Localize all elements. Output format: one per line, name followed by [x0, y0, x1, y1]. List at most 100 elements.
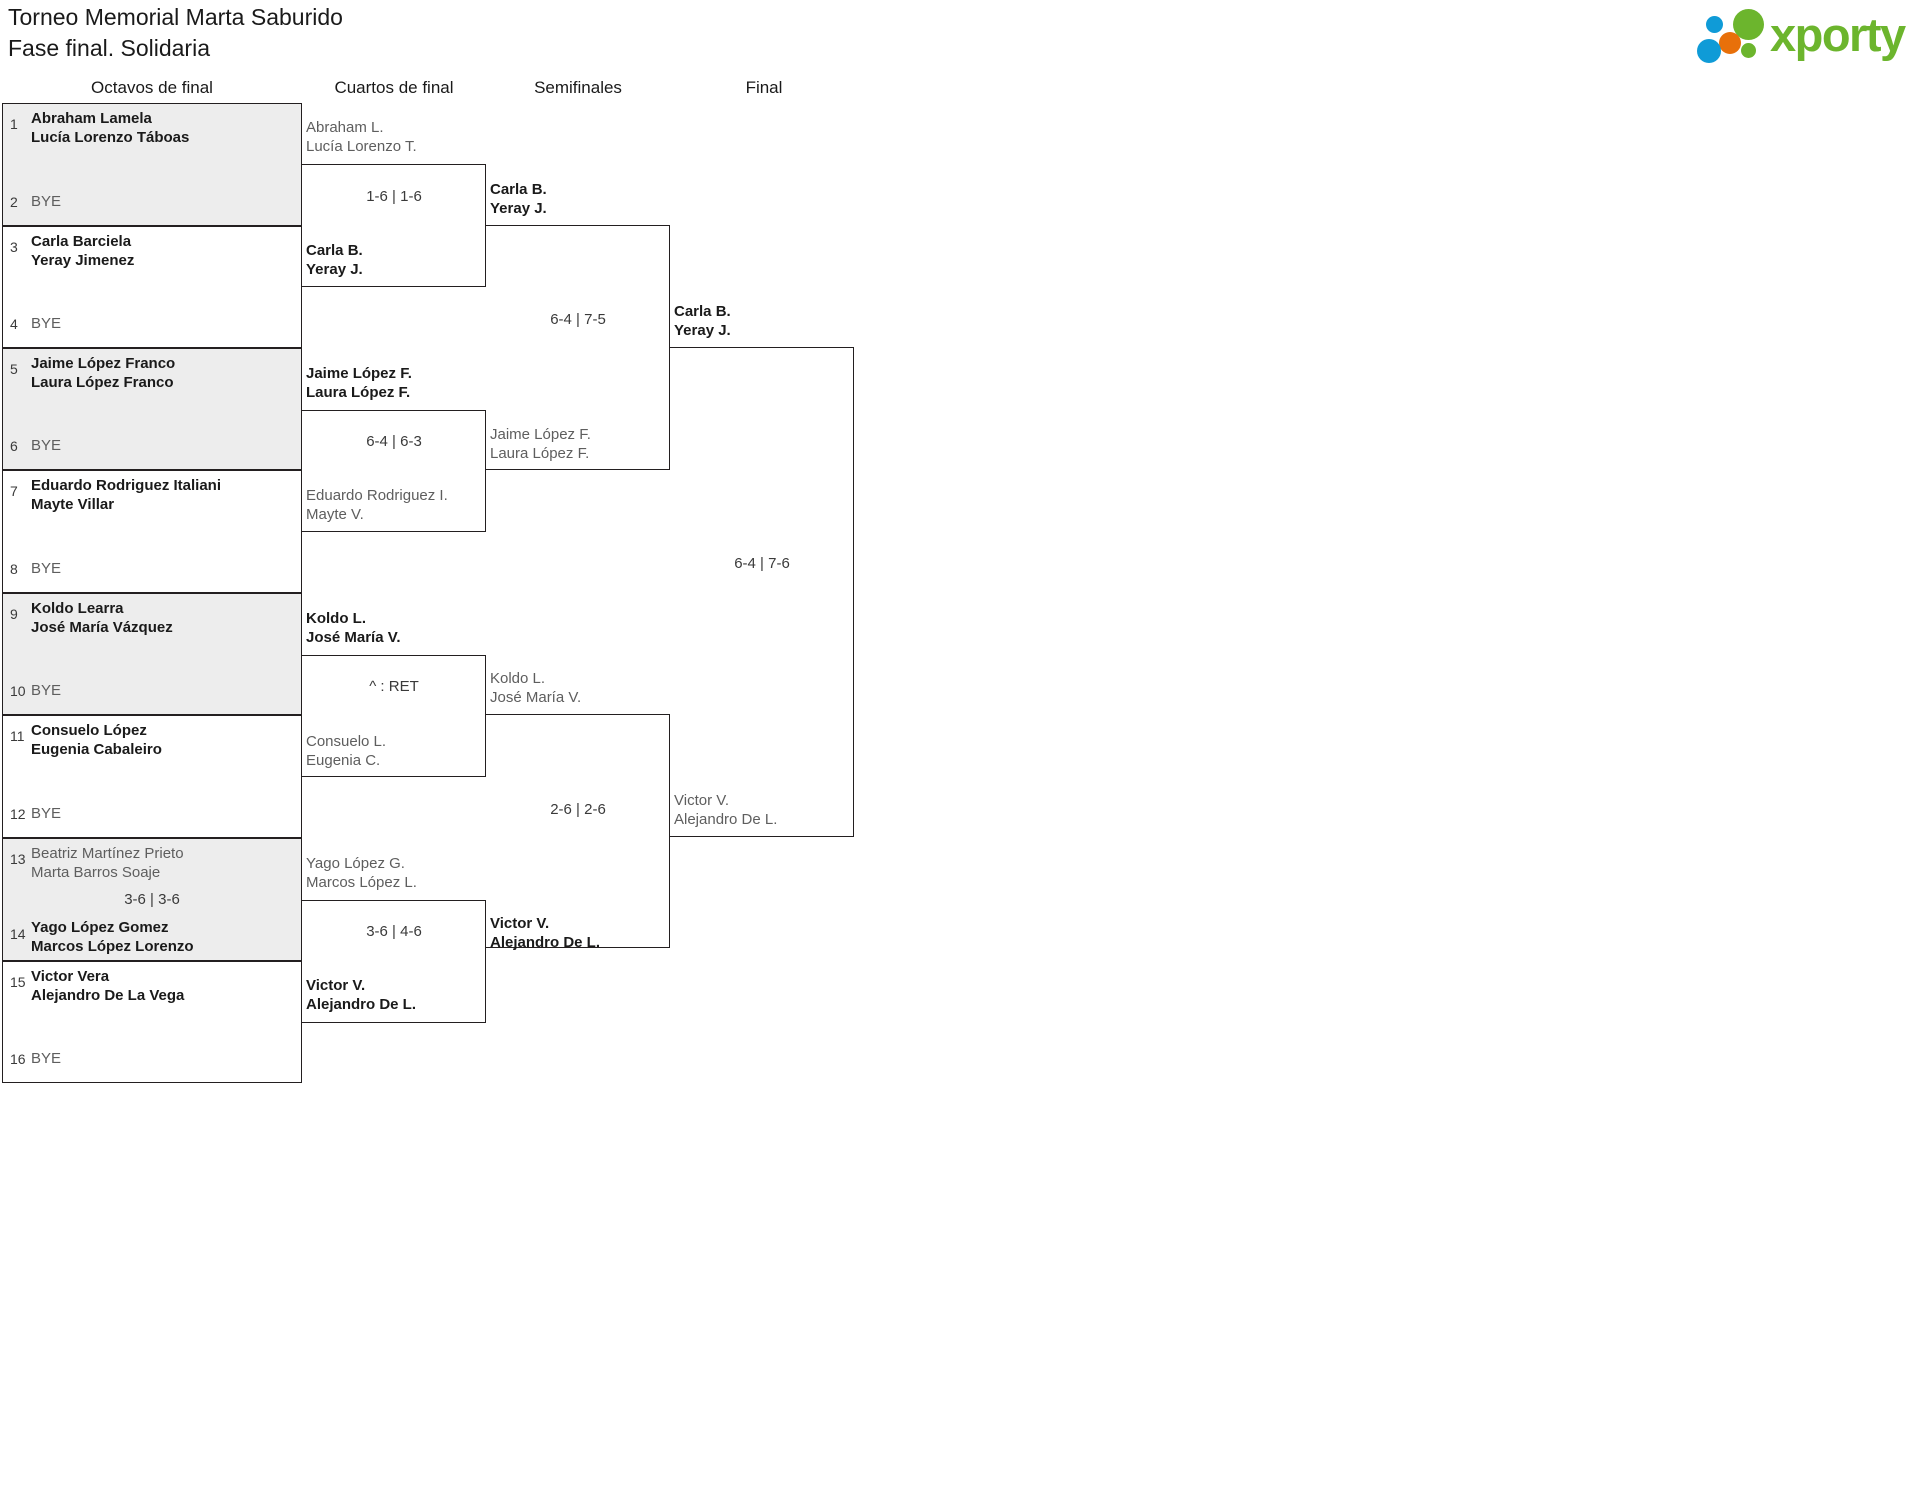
player-name-2: Laura López F. — [490, 445, 590, 462]
qf-match-1-top-entrant: Abraham L. Lucía Lorenzo T. — [306, 118, 417, 156]
qf-match-2-score: 6-4 | 6-3 — [366, 433, 422, 450]
final-match-score: 6-4 | 7-6 — [734, 555, 790, 572]
qf-match-3-bottom-entrant: Consuelo L.Eugenia C. — [306, 732, 386, 770]
player-name-1: Eduardo Rodriguez I. — [306, 487, 448, 504]
seed-number: 4 — [10, 316, 18, 332]
player-name-2: Yeray J. — [306, 261, 363, 278]
seed-number: 8 — [10, 561, 18, 577]
qf-match-1-bottom-entrant: Carla B. Yeray J. — [306, 241, 363, 279]
qf-match-3-top-entrant: Koldo L. José María V. — [306, 609, 401, 647]
player-bye: BYE — [31, 560, 62, 577]
sf-match-2-connector — [486, 714, 670, 948]
player-name-1: Yago López G. — [306, 855, 405, 872]
r16-score-match7: 3-6 | 3-6 — [124, 891, 180, 908]
sf-match-1-score: 6-4 | 7-5 — [550, 311, 606, 328]
player-name-2: José María V. — [490, 689, 582, 706]
player-name-1: Victor V. — [490, 915, 550, 932]
qf-match-2-top-entrant: Jaime López F. Laura López F. — [306, 364, 412, 402]
player-name-1: Carla Barciela — [31, 233, 132, 250]
player-name-1: Carla B. — [674, 303, 731, 320]
player-name-1: Carla B. — [490, 181, 547, 198]
sf-match-2-top-entrant: Koldo L. José María V. — [490, 669, 581, 707]
player-name-2: Marta Barros Soaje — [31, 864, 161, 881]
player-name-1: Koldo L. — [306, 610, 366, 627]
player-name-1: Eduardo Rodriguez Italiani — [31, 477, 222, 494]
player-name-2: Lucía Lorenzo T. — [306, 138, 417, 155]
page-title-line1: Torneo Memorial Marta Saburido — [8, 4, 343, 30]
seed-number: 7 — [10, 483, 18, 499]
player-bye: BYE — [31, 805, 62, 822]
seed-number: 13 — [10, 851, 26, 867]
round-header-semis: Semifinales — [534, 78, 622, 97]
qf-match-4-top-entrant: Yago López G.Marcos López L. — [306, 854, 417, 892]
round-header-octavos: Octavos de final — [91, 78, 213, 97]
player-name-2: Eugenia C. — [306, 752, 381, 769]
page-title: Torneo Memorial Marta Saburido Fase fina… — [8, 2, 343, 64]
sf-match-1-top-entrant: Carla B. Yeray J. — [490, 180, 547, 218]
seed-number: 1 — [10, 116, 18, 132]
seed-number: 2 — [10, 194, 18, 210]
player-name-2: Laura López F. — [306, 384, 411, 401]
player-name-2: José María V. — [306, 629, 401, 646]
logo-dot-orange — [1719, 32, 1741, 54]
player-name-1: Carla B. — [306, 242, 363, 259]
player-bye: BYE — [31, 682, 62, 699]
player-name-2: Yeray Jimenez — [31, 252, 135, 269]
sf-match-1-connector — [486, 225, 670, 470]
player-name-2: Marcos López Lorenzo — [31, 938, 194, 955]
final-match-bottom-entrant: Victor V. Alejandro De L. — [674, 791, 777, 829]
seed-number: 5 — [10, 361, 18, 377]
player-name-1: Jaime López F. — [490, 426, 591, 443]
logo-dot-blue-top — [1706, 16, 1723, 33]
player-bye: BYE — [31, 437, 62, 454]
seed-number: 15 — [10, 974, 26, 990]
qf-match-1-connector — [302, 164, 486, 287]
player-name-2: Mayte V. — [306, 506, 364, 523]
player-name-2: Yeray J. — [674, 322, 731, 339]
player-name-2: Alejandro De L. — [674, 811, 778, 828]
player-name-1: Jaime López Franco — [31, 355, 176, 372]
player-bye: BYE — [31, 193, 62, 210]
player-name-1: Consuelo López — [31, 722, 147, 739]
player-name-2: Yeray J. — [490, 200, 547, 217]
seed-number: 11 — [10, 728, 25, 744]
player-name-1: Victor Vera — [31, 968, 110, 985]
final-match-top-entrant: Carla B. Yeray J. — [674, 302, 731, 340]
player-name-1: Abraham L. — [306, 119, 384, 136]
qf-match-4-bottom-entrant: Victor V. Alejandro De L. — [306, 976, 416, 1014]
seed-number: 16 — [10, 1051, 26, 1067]
seed-number: 10 — [10, 683, 26, 699]
player-name-2: Mayte Villar — [31, 496, 115, 513]
round-header-cuartos: Cuartos de final — [334, 78, 454, 97]
player-name-2: Laura López Franco — [31, 374, 174, 391]
xporty-logo: xporty — [1696, 6, 1906, 64]
logo-dot-blue-bottom — [1697, 39, 1721, 63]
player-name-2: Alejandro De L. — [306, 996, 417, 1013]
seed-number: 12 — [10, 806, 26, 822]
player-name-1: Jaime López F. — [306, 365, 412, 382]
qf-match-2-bottom-entrant: Eduardo Rodriguez I. Mayte V. — [306, 486, 448, 524]
brand-wordmark: xporty — [1770, 8, 1906, 61]
player-name-1: Victor V. — [674, 792, 730, 809]
qf-match-4-score: 3-6 | 4-6 — [366, 923, 422, 940]
qf-match-3-score: ^ : RET — [369, 678, 419, 695]
seed-number: 3 — [10, 239, 18, 255]
qf-match-1-score: 1-6 | 1-6 — [366, 188, 422, 205]
player-name-2: José María Vázquez — [31, 619, 173, 636]
player-name-1: Koldo L. — [490, 670, 546, 687]
player-name-2: Alejandro De L. — [490, 934, 601, 951]
player-name-1: Victor V. — [306, 977, 366, 994]
seed-number: 9 — [10, 606, 18, 622]
qf-match-2-connector — [302, 410, 486, 532]
sf-match-2-bottom-entrant: Victor V. Alejandro De L. — [490, 914, 600, 952]
player-name-2: Lucía Lorenzo Táboas — [31, 129, 190, 146]
sf-match-2-score: 2-6 | 2-6 — [550, 801, 606, 818]
player-bye: BYE — [31, 1050, 62, 1067]
